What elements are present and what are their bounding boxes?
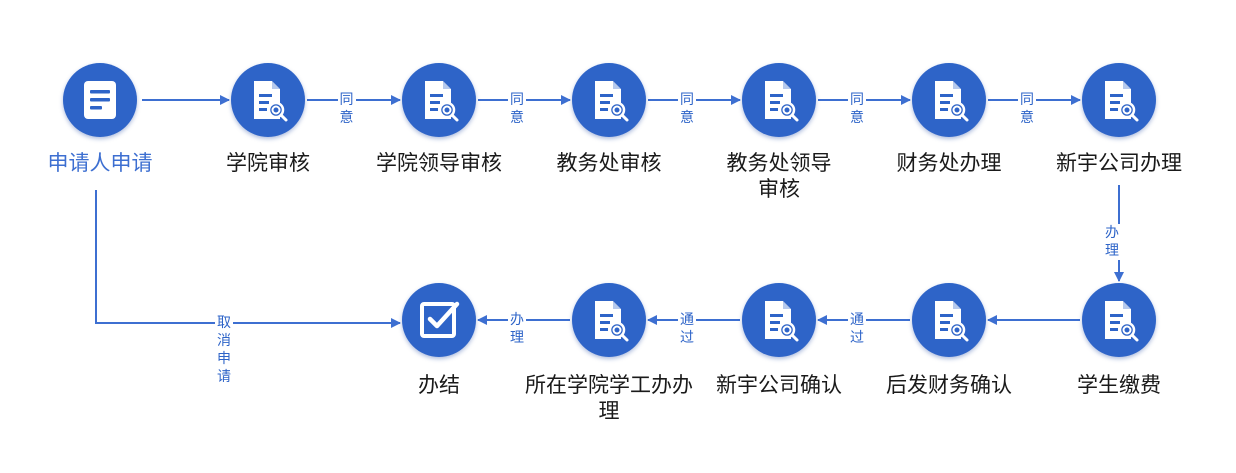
node-finance-office-process	[912, 63, 986, 137]
edge-label: 办理	[508, 311, 526, 347]
edge-label: 同意	[337, 91, 356, 127]
node-college-review	[231, 63, 305, 137]
node-label: 所在学院学工办办理	[525, 373, 693, 423]
edge-label: 通过	[848, 311, 866, 347]
node-college-leader-review	[402, 63, 476, 137]
edge-label: 同意	[678, 91, 696, 127]
node-label: 学院审核	[226, 151, 310, 175]
edge-label: 同意	[1018, 91, 1036, 127]
edge-label: 同意	[848, 91, 866, 127]
edge-label: 办理	[1103, 224, 1121, 260]
node-academic-office-review	[572, 63, 646, 137]
node-xinyu-confirm	[742, 283, 816, 357]
node-academic-office-leader-review	[742, 63, 816, 137]
node-label: 后发财务确认	[886, 373, 1012, 397]
node-start	[63, 63, 137, 137]
node-student-payment	[1082, 283, 1156, 357]
node-college-student-affairs	[572, 283, 646, 357]
node-label: 教务处领导审核	[726, 151, 832, 201]
edge-label: 同意	[508, 91, 526, 127]
node-label: 学生缴费	[1077, 373, 1161, 397]
node-label: 新宇公司办理	[1056, 151, 1182, 175]
edge-label: 通过	[678, 311, 696, 347]
node-label: 教务处审核	[556, 151, 662, 175]
node-label: 学院领导审核	[376, 151, 502, 175]
edge-label: 取消申请	[215, 314, 233, 386]
node-xinyu-process	[1082, 63, 1156, 137]
edge-arrow	[95, 190, 401, 328]
node-label: 财务处办理	[896, 151, 1002, 175]
node-houfa-finance-confirm	[912, 283, 986, 357]
node-label: 申请人申请	[47, 151, 153, 175]
node-label: 新宇公司确认	[716, 373, 842, 397]
node-label: 办结	[418, 373, 460, 397]
node-done	[402, 283, 476, 357]
